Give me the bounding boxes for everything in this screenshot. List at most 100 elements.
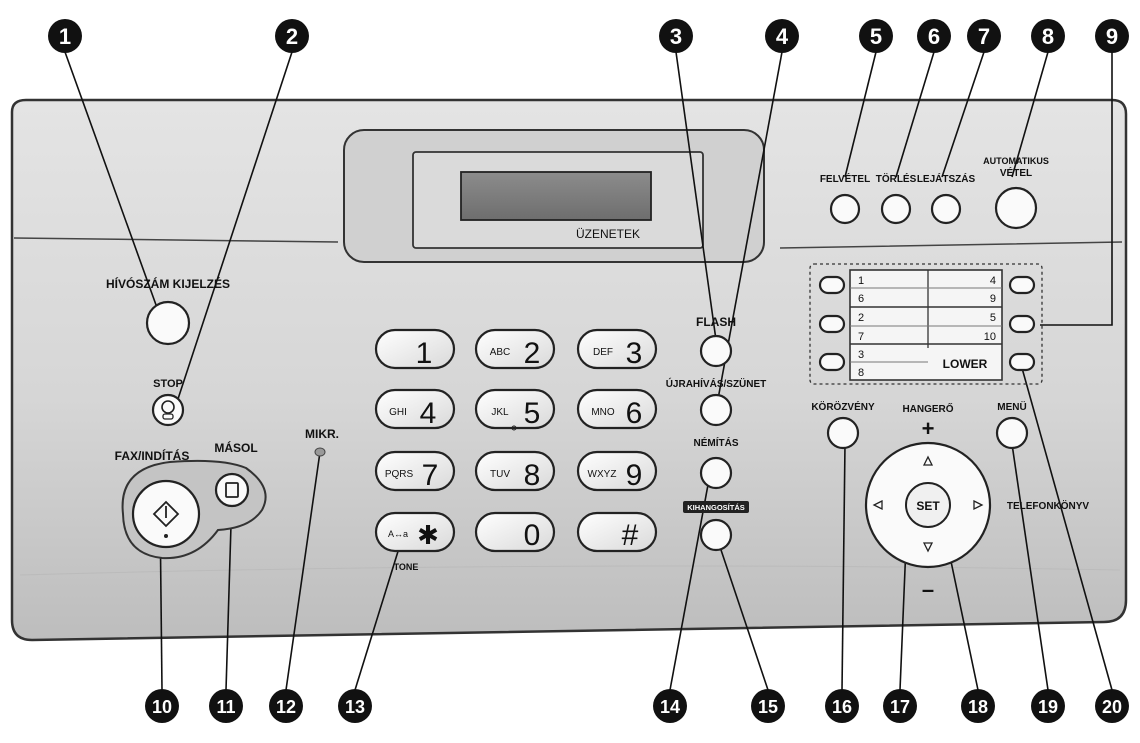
key-1[interactable]: 1 (374, 328, 456, 370)
caller-id-label: HÍVÓSZÁM KIJELZÉS (106, 276, 230, 291)
svg-text:17: 17 (890, 697, 910, 717)
svg-text:TUV: TUV (490, 469, 510, 480)
play-label: LEJÁTSZÁS (917, 172, 976, 185)
stop-label: STOP (153, 378, 183, 390)
broadcast-label: KÖRÖZVÉNY (811, 400, 875, 413)
one-touch-right-1[interactable] (1008, 275, 1036, 295)
svg-text:10: 10 (152, 697, 172, 717)
svg-text:GHI: GHI (389, 407, 407, 418)
callout-10: 10 (145, 689, 179, 723)
one-touch-right-2[interactable] (1008, 314, 1036, 334)
svg-text:20: 20 (1102, 697, 1122, 717)
menu-label: MENÜ (997, 400, 1026, 413)
erase-button[interactable] (880, 193, 912, 225)
stop-icon (161, 400, 175, 414)
svg-text:5: 5 (524, 397, 541, 430)
svg-text:JKL: JKL (491, 407, 509, 418)
one-touch-left-2[interactable] (818, 314, 846, 334)
slot-1: 1 (858, 275, 864, 287)
key-star[interactable]: A↔a ✱ (374, 511, 456, 553)
svg-text:8: 8 (1042, 24, 1054, 49)
auto-answer-label-2: VÉTEL (1000, 166, 1032, 179)
mic-label: MIKR. (305, 427, 339, 441)
svg-text:13: 13 (345, 697, 365, 717)
volume-plus-label: + (922, 416, 935, 441)
one-touch-left-3[interactable] (818, 352, 846, 372)
copy-button[interactable] (214, 472, 250, 508)
copy-icon (225, 482, 239, 498)
start-diamond-icon (152, 500, 180, 528)
device-panel (10, 98, 1128, 642)
slot-8: 8 (858, 367, 864, 379)
caller-id-button[interactable] (145, 300, 191, 346)
callout-20: 20 (1095, 689, 1129, 723)
tone-label: TONE (394, 562, 419, 572)
one-touch-panel: 1 4 6 9 2 5 7 10 3 8 LOWER (809, 263, 1043, 385)
speaker-button[interactable] (699, 518, 733, 552)
callout-12: 12 (269, 689, 303, 723)
broadcast-button[interactable] (826, 416, 860, 450)
auto-answer-button[interactable] (994, 186, 1038, 230)
callout-17: 17 (883, 689, 917, 723)
stop-button[interactable] (151, 393, 185, 427)
callout-16: 16 (825, 689, 859, 723)
flash-label: FLASH (696, 315, 736, 329)
callout-15: 15 (751, 689, 785, 723)
phonebook-label: TELEFONKÖNYV (1007, 499, 1090, 512)
menu-button[interactable] (995, 416, 1029, 450)
svg-text:A↔a: A↔a (388, 529, 408, 539)
svg-text:PQRS: PQRS (385, 469, 414, 480)
callout-18: 18 (961, 689, 995, 723)
mute-label: NÉMÍTÁS (694, 436, 739, 449)
svg-text:7: 7 (978, 24, 990, 49)
one-touch-left-1[interactable] (818, 275, 846, 295)
record-button[interactable] (829, 193, 861, 225)
svg-text:14: 14 (660, 697, 680, 717)
flash-button[interactable] (699, 334, 733, 368)
fax-start-label: FAX/INDÍTÁS (115, 448, 190, 463)
redial-pause-button[interactable] (699, 393, 733, 427)
left-arrow-icon (872, 499, 883, 511)
mute-button[interactable] (699, 456, 733, 490)
callout-6: 6 (917, 19, 951, 53)
slot-7: 7 (858, 331, 864, 343)
redial-label: ÚJRAHÍVÁS/SZÜNET (666, 377, 767, 390)
key-7[interactable]: PQRS 7 (374, 450, 456, 492)
slot-2: 2 (858, 312, 864, 324)
svg-text:3: 3 (626, 337, 643, 370)
up-arrow-icon (922, 455, 934, 466)
callout-14: 14 (653, 689, 687, 723)
svg-text:7: 7 (422, 459, 439, 492)
set-button[interactable]: SET (905, 482, 951, 528)
play-button[interactable] (930, 193, 962, 225)
svg-text:9: 9 (626, 459, 643, 492)
callout-4: 4 (765, 19, 799, 53)
fax-start-button[interactable] (131, 479, 201, 549)
speaker-label: KIHANGOSÍTÁS (687, 503, 745, 512)
slot-10: 10 (984, 331, 996, 343)
callout-11: 11 (209, 689, 243, 723)
svg-text:✱: ✱ (417, 520, 439, 550)
key-0[interactable]: 0 (474, 511, 556, 553)
lcd-screen (460, 171, 652, 221)
callout-9: 9 (1095, 19, 1129, 53)
key-hash[interactable]: # (576, 511, 658, 553)
svg-text:5: 5 (870, 24, 882, 49)
copy-label: MÁSOL (214, 440, 257, 455)
svg-text:#: # (622, 519, 639, 552)
svg-text:6: 6 (626, 397, 643, 430)
callout-1: 1 (48, 19, 82, 53)
svg-text:0: 0 (524, 519, 541, 552)
callout-13: 13 (338, 689, 372, 723)
key-5[interactable]: JKL 5 (474, 388, 556, 431)
callout-2: 2 (275, 19, 309, 53)
microphone (314, 447, 326, 457)
lower-button[interactable] (1008, 352, 1036, 372)
